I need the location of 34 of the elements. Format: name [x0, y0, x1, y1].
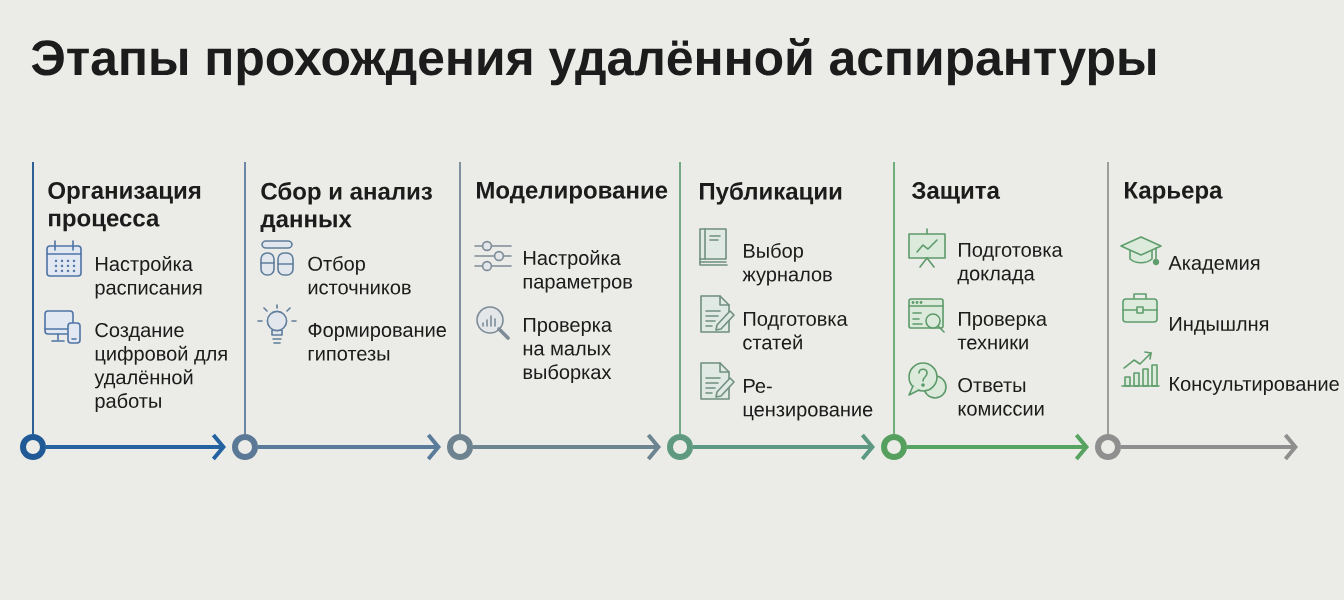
task-label: Создание цифровой для удалённой работы — [94, 323, 227, 412]
stage-heading: Моделирование — [477, 182, 668, 204]
stage-heading: Защита — [911, 182, 1001, 204]
timeline-dot — [1095, 434, 1121, 460]
task-label: Консультирование — [1170, 377, 1339, 395]
task-label: Подготовка статей — [743, 312, 848, 350]
arrow — [46, 433, 226, 461]
timeline-dot — [447, 434, 473, 460]
timeline-dot — [232, 434, 258, 460]
task-label: Выбор журналов — [742, 243, 832, 286]
timeline-dot — [881, 434, 907, 460]
task-label: Настройка расписания — [95, 256, 202, 299]
task-label: Ре- цензирование — [743, 379, 873, 421]
arrow — [907, 433, 1089, 461]
stage-heading: Организация процесса — [48, 182, 201, 232]
task-label: Проверка на малых выборках — [523, 318, 612, 384]
task-label: Индышлня — [1170, 317, 1269, 335]
task-label: Академия — [1168, 256, 1260, 274]
task-label: Формирование гипотезы — [308, 323, 446, 361]
stage-heading: Публикации — [700, 182, 842, 205]
task-label: Ответы комиссии — [958, 378, 1044, 416]
task-label: Проверка техники — [957, 312, 1047, 350]
timeline-dot — [667, 434, 693, 460]
stage-heading: Карьера — [1125, 182, 1223, 204]
task-label: Подготовка доклада — [957, 243, 1063, 285]
arrow — [473, 433, 661, 461]
task-label: Отбор источников — [308, 256, 411, 295]
task-label: Настройка параметров — [523, 250, 632, 293]
arrow — [258, 433, 441, 461]
title: Этапы прохождения удалённой аспирантуры — [31, 37, 1156, 86]
stage-heading: Сбор и анализ данных — [260, 182, 432, 232]
arrow — [1121, 433, 1298, 461]
timeline-dot — [20, 434, 46, 460]
arrow — [693, 433, 875, 461]
